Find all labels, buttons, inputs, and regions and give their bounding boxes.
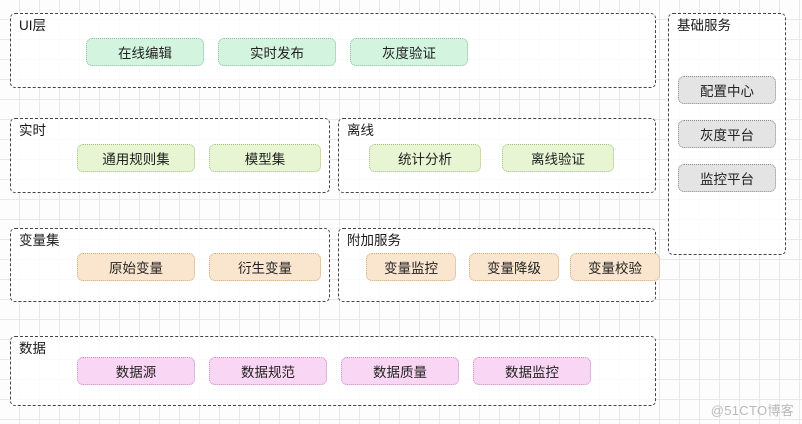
node-gray-verify[interactable]: 灰度验证 (350, 38, 468, 66)
watermark: @51CTO博客 (710, 403, 794, 418)
group-variable-set[interactable]: 变量集 原始变量 衍生变量 (10, 228, 330, 302)
node-common-rule-set[interactable]: 通用规则集 (77, 144, 195, 172)
node-realtime-publish[interactable]: 实时发布 (218, 38, 336, 66)
node-statistic-analysis[interactable]: 统计分析 (369, 144, 481, 172)
node-variable-validate[interactable]: 变量校验 (570, 253, 660, 281)
group-base-service[interactable]: 基础服务 配置中心 灰度平台 监控平台 (668, 13, 786, 255)
group-title-base-service: 基础服务 (677, 18, 731, 33)
group-data[interactable]: 数据 数据源 数据规范 数据质量 数据监控 (10, 336, 656, 406)
node-data-quality[interactable]: 数据质量 (341, 357, 459, 385)
group-title-realtime: 实时 (19, 123, 46, 138)
group-title-extra-service: 附加服务 (347, 233, 401, 248)
node-offline-verify[interactable]: 离线验证 (502, 144, 614, 172)
node-online-edit[interactable]: 在线编辑 (86, 38, 204, 66)
group-offline[interactable]: 离线 统计分析 离线验证 (338, 118, 656, 193)
node-gray-platform[interactable]: 灰度平台 (678, 120, 776, 148)
node-config-center[interactable]: 配置中心 (678, 76, 776, 104)
group-title-variable-set: 变量集 (19, 233, 60, 248)
node-derived-variable[interactable]: 衍生变量 (209, 253, 321, 281)
group-extra-service[interactable]: 附加服务 变量监控 变量降级 变量校验 (338, 228, 660, 302)
group-ui-layer[interactable]: UI层 在线编辑 实时发布 灰度验证 (10, 13, 656, 88)
node-data-standard[interactable]: 数据规范 (209, 357, 327, 385)
group-realtime[interactable]: 实时 通用规则集 模型集 (10, 118, 330, 193)
group-title-data: 数据 (19, 341, 46, 356)
node-model-set[interactable]: 模型集 (209, 144, 321, 172)
node-monitor-platform[interactable]: 监控平台 (678, 164, 776, 192)
group-title-ui-layer: UI层 (19, 18, 46, 33)
node-variable-monitor[interactable]: 变量监控 (366, 253, 456, 281)
group-title-offline: 离线 (347, 123, 374, 138)
node-data-source[interactable]: 数据源 (77, 357, 195, 385)
node-variable-degrade[interactable]: 变量降级 (469, 253, 559, 281)
node-data-monitor[interactable]: 数据监控 (473, 357, 591, 385)
node-raw-variable[interactable]: 原始变量 (77, 253, 195, 281)
